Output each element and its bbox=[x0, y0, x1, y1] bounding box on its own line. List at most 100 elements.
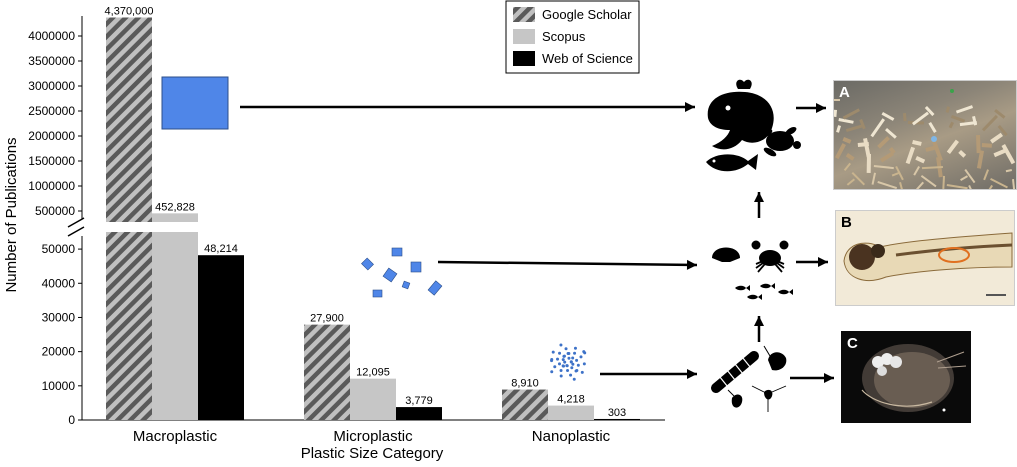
bar-scopus-upper bbox=[152, 213, 198, 222]
arrowhead bbox=[754, 316, 764, 326]
y-tick-label: 4000000 bbox=[28, 29, 75, 43]
debris-piece bbox=[946, 184, 968, 189]
debris-piece bbox=[993, 148, 1007, 158]
data-label: 27,900 bbox=[310, 313, 344, 325]
axis-break-mark bbox=[67, 217, 85, 228]
debris-piece bbox=[968, 185, 977, 189]
y-tick-label: 20000 bbox=[42, 345, 76, 359]
nanoplastic-particle bbox=[566, 369, 570, 373]
arrowhead bbox=[686, 259, 697, 270]
nanoplastic-particle bbox=[553, 365, 557, 369]
debris-piece bbox=[836, 125, 841, 133]
y-tick-label: 2500000 bbox=[28, 104, 75, 118]
shell-body bbox=[712, 247, 740, 262]
turtle-shell bbox=[766, 131, 794, 151]
crab-leg bbox=[769, 257, 783, 273]
debris-piece bbox=[990, 132, 1004, 144]
arrowhead bbox=[818, 257, 828, 267]
data-label: 12,095 bbox=[356, 367, 390, 379]
debris-piece bbox=[932, 140, 943, 162]
arrow-icon bbox=[437, 260, 698, 267]
nanoplastic-particle bbox=[565, 364, 569, 368]
arrowhead bbox=[816, 103, 826, 113]
nanoplastic-particle bbox=[562, 354, 566, 358]
arrowhead bbox=[685, 102, 695, 112]
photo-panel-c: C bbox=[841, 331, 971, 423]
debris-piece bbox=[838, 118, 854, 124]
y-tick-label: 10000 bbox=[42, 379, 76, 393]
debris-piece bbox=[859, 119, 866, 130]
amphipod-icon bbox=[768, 352, 787, 371]
legend-swatch bbox=[513, 29, 535, 44]
y-tick-label: 3000000 bbox=[28, 79, 75, 93]
x-tick-label: Nanoplastic bbox=[532, 428, 611, 445]
amphipod-antenna bbox=[763, 345, 771, 357]
y-axis-title: Number of Publications bbox=[3, 137, 20, 292]
daphnia-image bbox=[861, 344, 967, 412]
debris-piece bbox=[871, 172, 876, 185]
illustration bbox=[161, 76, 834, 412]
debris-piece bbox=[846, 178, 855, 186]
x-axis-title: Plastic Size Category bbox=[301, 445, 444, 462]
debris-piece bbox=[870, 118, 886, 138]
debris-piece bbox=[958, 149, 967, 158]
debris-piece bbox=[948, 121, 955, 129]
debris-piece bbox=[913, 166, 920, 176]
debris-piece bbox=[843, 162, 851, 171]
nanoplastic-particle bbox=[551, 350, 555, 354]
debris-piece bbox=[881, 112, 895, 121]
bar-scopus-lower bbox=[152, 232, 198, 420]
photo-panel-b: B bbox=[835, 210, 1015, 306]
bar-scopus bbox=[350, 378, 396, 420]
crab-leg bbox=[757, 257, 771, 273]
legend-swatch bbox=[513, 51, 535, 66]
debris-piece bbox=[891, 172, 899, 177]
debris-piece bbox=[915, 181, 925, 189]
copepod-icon bbox=[731, 394, 743, 408]
microplastic-fragment bbox=[372, 289, 383, 298]
nanoplastic-particle bbox=[567, 356, 571, 360]
legend-label: Scopus bbox=[542, 29, 586, 44]
y-tick-label: 3500000 bbox=[28, 54, 75, 68]
nanoplastic-particle bbox=[566, 351, 570, 355]
bar-google-scholar-lower bbox=[106, 232, 152, 420]
nanoplastic-particle bbox=[570, 366, 574, 370]
crab-claw bbox=[751, 240, 761, 250]
bar-google-scholar bbox=[502, 389, 548, 420]
nanoplastic-particle bbox=[569, 360, 573, 364]
microplastic-fragment bbox=[401, 280, 411, 290]
whale-icon bbox=[707, 79, 774, 150]
tube-segment bbox=[741, 357, 751, 368]
copepod-antenna bbox=[771, 385, 787, 393]
legend-label: Web of Science bbox=[542, 51, 633, 66]
debris-piece bbox=[985, 184, 994, 189]
small-fish-icon bbox=[735, 285, 750, 291]
y-tick-label: 500000 bbox=[35, 204, 75, 218]
bars-group bbox=[100, 17, 640, 420]
data-label: 4,370,000 bbox=[105, 6, 154, 18]
debris-piece bbox=[877, 136, 891, 149]
debris-piece bbox=[959, 121, 977, 127]
debris-piece bbox=[942, 175, 945, 189]
debris-piece bbox=[895, 166, 904, 181]
debris-piece bbox=[945, 106, 951, 113]
debris-piece bbox=[851, 172, 866, 186]
fish-larva-image bbox=[843, 232, 1013, 296]
debris-piece bbox=[912, 111, 929, 126]
nanoplastic-particle bbox=[571, 356, 575, 360]
arrowhead bbox=[687, 369, 697, 379]
y-tick-label: 50000 bbox=[42, 242, 76, 256]
panel-letter-c: C bbox=[847, 335, 858, 352]
debris-piece bbox=[915, 156, 926, 164]
debris-piece bbox=[924, 106, 935, 117]
nanoplastic-particle bbox=[569, 373, 573, 377]
debris-piece bbox=[834, 109, 837, 117]
tube-segment bbox=[734, 363, 744, 375]
debris-piece bbox=[994, 109, 1006, 119]
y-tick-label: 40000 bbox=[42, 276, 76, 290]
nanoplastic-particle bbox=[575, 368, 579, 372]
debris-piece bbox=[1012, 179, 1016, 189]
turtle-flipper bbox=[785, 127, 797, 135]
nanoplastic-particle bbox=[558, 351, 562, 355]
debris-piece bbox=[885, 128, 897, 139]
